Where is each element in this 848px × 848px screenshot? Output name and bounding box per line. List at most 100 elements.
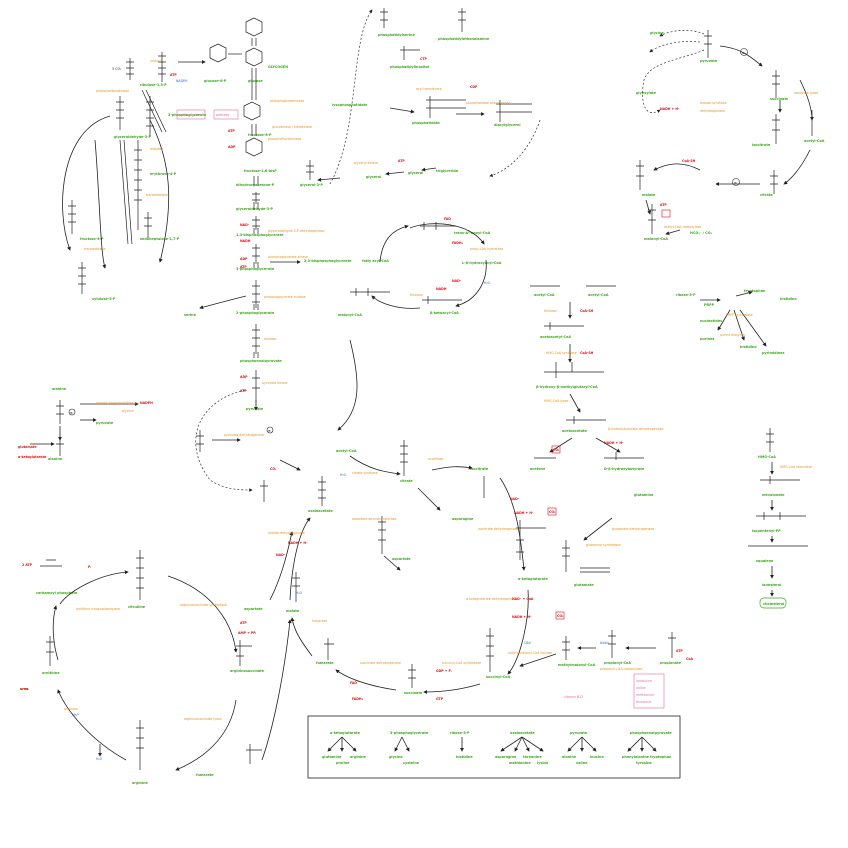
svg-text:ATP: ATP xyxy=(676,649,683,653)
gly-dhap-label: dihydroxyacetone-P xyxy=(236,183,275,187)
svg-text:aspartate aminotransferase: aspartate aminotransferase xyxy=(352,517,396,521)
svg-text:succinate dehydrogenase: succinate dehydrogenase xyxy=(360,661,401,665)
svg-text:methylmalonyl-CoA mutase: methylmalonyl-CoA mutase xyxy=(508,651,552,655)
svg-text:rubisco: rubisco xyxy=(150,59,162,63)
svg-text:Pᵢ: Pᵢ xyxy=(88,565,91,569)
fa-hydroxyacyl-label: L-β-hydroxyacyl-CoA xyxy=(462,261,502,265)
gly-f16bp-label: fructose-1,6-bisP xyxy=(244,169,277,173)
prop-propionate: propionate xyxy=(660,661,682,665)
tca-asparagine: asparagine xyxy=(452,517,474,521)
svg-text:argininosuccinate lyase: argininosuccinate lyase xyxy=(184,717,222,721)
svg-text:methionine: methionine xyxy=(636,693,654,697)
legend-child: tryptophan xyxy=(650,755,672,759)
urea-aspartate: aspartate xyxy=(244,607,263,611)
svg-text:glycine: glycine xyxy=(122,409,133,413)
svg-text:purine biosynth.: purine biosynth. xyxy=(720,333,746,337)
glyox-glyoxylate: glyoxylate xyxy=(636,91,657,95)
legend-parent: 3-phosphoglycerate xyxy=(390,731,429,735)
calvin-erythrose: erythrose-4-P xyxy=(150,172,177,176)
ketone-acetyl-1: acetyl-CoA xyxy=(534,293,555,297)
svg-text:pyruvate kinase: pyruvate kinase xyxy=(262,381,288,385)
fa-malonyl-label: malonyl-CoA xyxy=(338,313,362,317)
svg-text:pyruvate: pyruvate xyxy=(700,59,718,63)
svg-text:ATP: ATP xyxy=(228,129,235,133)
svg-text:AMP + PPᵢ: AMP + PPᵢ xyxy=(238,631,257,635)
tca-glutamine: glutamine xyxy=(634,493,654,497)
legend-child: valine xyxy=(576,761,588,765)
chol-squalene: squalene xyxy=(756,559,774,563)
tca-cycle: acetyl-CoA citrate isocitrate α-ketoglut… xyxy=(261,440,654,761)
svg-text:CO₂: CO₂ xyxy=(557,614,564,618)
svg-text:NADH + H⁺: NADH + H⁺ xyxy=(660,107,680,111)
svg-text:NAD⁺: NAD⁺ xyxy=(276,553,286,557)
nuc-histidine: histidine xyxy=(740,345,757,349)
ketone-acetone: acetone xyxy=(530,467,546,471)
nuc-nucleotides: nucleotides xyxy=(700,319,722,323)
tca-aspartate: aspartate xyxy=(392,557,411,561)
calvin-3pg: 3-phosphoglycerate xyxy=(168,113,207,117)
legend-arrow xyxy=(394,736,403,752)
glycogen-label: GLYCOGEN xyxy=(268,65,288,69)
legend-arrow xyxy=(627,736,643,752)
svg-text:acyl transferase: acyl transferase xyxy=(416,87,442,91)
svg-text:H₂O: H₂O xyxy=(340,473,347,477)
svg-text:NADH: NADH xyxy=(240,239,251,243)
tca-akg: α-ketoglutarate xyxy=(518,577,549,581)
svg-text:NADH + H⁺: NADH + H⁺ xyxy=(604,441,624,445)
legend-parent: oxaloacetate xyxy=(510,731,535,735)
legend-arrow xyxy=(500,736,523,752)
cholesterol-synthesis: HMG-CoA mevalonate isopentenyl-PP squale… xyxy=(748,428,812,609)
prop-propionylcoa: propionyl-CoA xyxy=(604,661,631,665)
svg-text:HCO₃⁻ / CO₂: HCO₃⁻ / CO₂ xyxy=(690,231,712,235)
svg-text:ADP: ADP xyxy=(240,257,248,261)
legend-child: arginine xyxy=(350,755,367,759)
ketone-bhb: D-β-hydroxybutyrate xyxy=(604,467,645,471)
svg-text:β-hydroxybutyrate dehydrogenas: β-hydroxybutyrate dehydrogenase xyxy=(608,427,663,431)
glycolysis: dihydroxyacetone-P glyceraldehyde-3-P 1,… xyxy=(184,176,352,411)
svg-text:CBzl: CBzl xyxy=(524,641,531,645)
nuc-purines: purines xyxy=(700,337,714,341)
svg-text:HMG-CoA synthase: HMG-CoA synthase xyxy=(546,351,577,355)
tca-glutamate: glutamate xyxy=(574,583,594,587)
svg-text:pyruvate dehydrogenase: pyruvate dehydrogenase xyxy=(224,433,264,437)
legend-arrow xyxy=(581,736,597,752)
plus-ala: ⊕ xyxy=(70,411,73,415)
legend-arrow xyxy=(514,736,523,752)
legend-parent: α-ketoglutarate xyxy=(330,731,361,735)
svg-text:2,3-bisphosphoglycerate: 2,3-bisphosphoglycerate xyxy=(304,259,352,263)
calvin-ribulose: ribulose-1,5-P xyxy=(140,83,167,87)
svg-text:HMG-CoA reductase: HMG-CoA reductase xyxy=(780,465,812,469)
legend-child: glutamine xyxy=(322,755,342,759)
svg-text:CoA-SH: CoA-SH xyxy=(682,159,696,163)
urea-fumarate: fumarate xyxy=(196,773,214,777)
tca-citrate: citrate xyxy=(400,479,413,483)
legend-arrow xyxy=(327,736,343,752)
svg-text:NAD⁺: NAD⁺ xyxy=(452,279,462,283)
svg-text:NADPH: NADPH xyxy=(176,79,188,83)
chol-isopentenyl: isopentenyl-PP xyxy=(752,529,781,533)
legend-arrow xyxy=(521,736,530,752)
lipid-phosphatidate: phosphatidate xyxy=(412,121,440,125)
svg-text:H₂O: H₂O xyxy=(484,281,491,285)
plus-glyox-1: ⊕ xyxy=(742,51,745,55)
svg-text:pentose phos.: pentose phos. xyxy=(179,113,202,117)
ala-label-top: alanine xyxy=(52,387,67,391)
svg-text:ATP: ATP xyxy=(240,265,247,269)
tca-nadh-2: NADH + H⁺ xyxy=(512,615,532,619)
svg-text:dehydrogenase: dehydrogenase xyxy=(700,109,725,113)
lipid-lysophos: lysophosphatidate xyxy=(332,103,368,107)
svg-text:transaldolase: transaldolase xyxy=(84,247,106,251)
svg-text:aldolase: aldolase xyxy=(150,147,163,151)
svg-text:NAD⁺: NAD⁺ xyxy=(240,223,250,227)
svg-text:vitamin B12: vitamin B12 xyxy=(564,695,583,699)
gly-13bpg-label: 1,3-bisphosphoglycerate xyxy=(236,233,284,237)
svg-text:acetyl-CoA: acetyl-CoA xyxy=(804,139,825,143)
svg-text:enoyl-CoA hydratase: enoyl-CoA hydratase xyxy=(470,247,503,251)
svg-text:glyceraldehyde-3-P dehydrogena: glyceraldehyde-3-P dehydrogenase xyxy=(268,229,325,233)
svg-text:ADP: ADP xyxy=(240,375,248,379)
tca-fumarate: fumarate xyxy=(316,661,334,665)
legend-parent: phosphoenolpyruvate xyxy=(630,731,672,735)
